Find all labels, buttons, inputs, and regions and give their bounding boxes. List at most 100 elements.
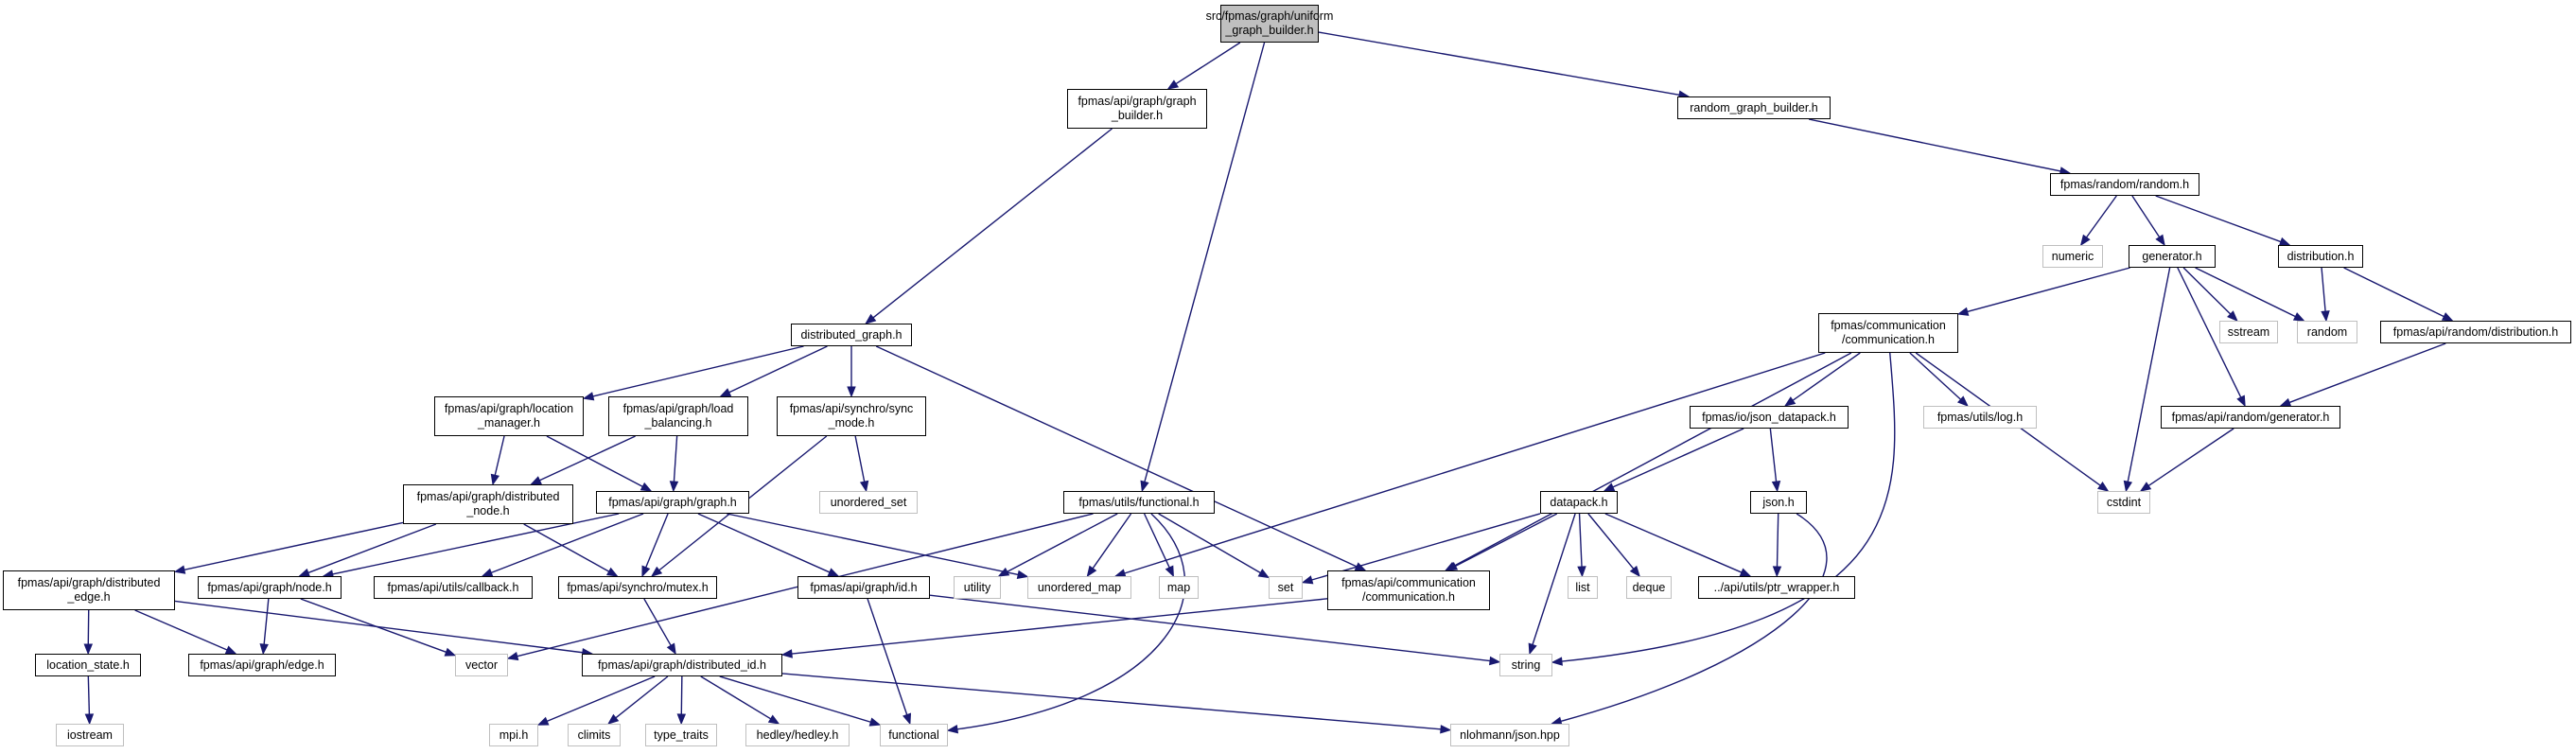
edge-distributed-graph-to-location-manager (592, 345, 804, 397)
edge-distributed-id-to-functional (719, 675, 871, 723)
node-datapack-h[interactable]: datapack.h (1540, 491, 1618, 514)
edge-comm-h-to-json-datapack (1792, 352, 1861, 401)
edge-functional-h-to-map (1143, 513, 1170, 569)
arrowhead-distributed-id-to-climits (607, 713, 620, 725)
node-location-manager[interactable]: fpmas/api/graph/location _manager.h (434, 396, 584, 436)
edge-root-to-functional-h (1144, 42, 1266, 482)
arrowhead-root-to-graph-builder (1166, 79, 1180, 90)
node-nlohmann-json: nlohmann/json.hpp (1450, 724, 1569, 746)
arrowhead-distributed-node-to-mutex-h (605, 567, 619, 577)
edge-json-datapack-to-json-h (1769, 428, 1778, 482)
arrowhead-functional-h-to-set (1257, 569, 1270, 579)
arrowhead-node-h-to-edge-h (259, 643, 269, 656)
arrowhead-random-h-to-generator-h (2155, 234, 2165, 247)
arrowhead-graph-h-to-id-h (827, 568, 840, 577)
node-distributed-id[interactable]: fpmas/api/graph/distributed_id.h (582, 654, 782, 676)
edge-datapack-h-to-list (1578, 513, 1583, 568)
arrowhead-datapack-h-to-ptr-wrapper (1739, 568, 1752, 577)
edge-random-h-to-generator-h (2131, 195, 2161, 238)
node-unordered-set: unordered_set (819, 491, 918, 514)
edge-distributed-edge-to-edge-h (134, 609, 228, 651)
edge-api-comm-to-distributed-id (791, 598, 1328, 655)
edge-datapack-h-to-deque (1587, 513, 1635, 570)
node-callback-h[interactable]: fpmas/api/utils/callback.h (374, 576, 533, 599)
arrowhead-json-datapack-to-json-h (1771, 481, 1781, 493)
edge-functional-h-to-functional (956, 513, 1186, 730)
node-list: list (1568, 576, 1598, 599)
arrowhead-functional-h-to-vector (506, 651, 519, 661)
edge-sync-mode-to-unordered-set (854, 435, 866, 482)
node-mutex-h[interactable]: fpmas/api/synchro/mutex.h (558, 576, 717, 599)
edge-distributed-id-to-nlohmann-json (781, 673, 1442, 730)
node-edge-h[interactable]: fpmas/api/graph/edge.h (188, 654, 336, 676)
node-utility: utility (954, 576, 1001, 599)
arrowhead-distributed-graph-to-location-manager (582, 392, 595, 401)
edge-comm-h-to-string (1561, 352, 1896, 662)
node-api-random-distribution[interactable]: fpmas/api/random/distribution.h (2380, 321, 2571, 343)
node-api-random-generator[interactable]: fpmas/api/random/generator.h (2161, 406, 2340, 429)
arrowhead-load-balancing-to-graph-h (669, 481, 679, 493)
edge-distributed-graph-to-api-comm (875, 345, 1358, 568)
arrowhead-distributed-graph-to-load-balancing (719, 388, 732, 397)
arrowhead-node-h-to-vector (444, 647, 457, 657)
node-ptr-wrapper[interactable]: ../api/utils/ptr_wrapper.h (1698, 576, 1855, 599)
edge-comm-h-to-log-h (1909, 352, 1962, 400)
node-location-state[interactable]: location_state.h (35, 654, 141, 676)
node-functional-h[interactable]: fpmas/utils/functional.h (1063, 491, 1215, 514)
node-distributed-edge[interactable]: fpmas/api/graph/distributed _edge.h (3, 570, 175, 610)
edge-root-to-random-graph-builder (1318, 31, 1680, 96)
edge-comm-h-to-api-comm (1453, 352, 1852, 567)
arrowhead-distributed-id-to-hedley (767, 714, 780, 725)
node-json-datapack[interactable]: fpmas/io/json_datapack.h (1690, 406, 1849, 429)
arrowhead-distribution-h-to-random (2321, 310, 2330, 323)
edge-distributed-id-to-climits (615, 675, 669, 719)
node-random-h[interactable]: fpmas/random/random.h (2050, 173, 2199, 196)
node-json-h[interactable]: json.h (1750, 491, 1807, 514)
node-random-graph-builder[interactable]: random_graph_builder.h (1677, 96, 1831, 119)
node-load-balancing[interactable]: fpmas/api/graph/load _balancing.h (608, 396, 748, 436)
arrowhead-sync-mode-to-unordered-set (859, 480, 869, 493)
node-generator-h[interactable]: generator.h (2129, 245, 2216, 268)
arrowhead-api-comm-to-distributed-id (780, 649, 793, 658)
arrowhead-distributed-id-to-functional (868, 717, 882, 727)
arrowhead-location-state-to-iostream (84, 713, 95, 726)
node-unordered-map: unordered_map (1027, 576, 1131, 599)
arrowhead-location-manager-to-graph-h (640, 482, 653, 492)
edge-functional-h-to-utility (1007, 513, 1118, 572)
node-api-comm[interactable]: fpmas/api/communication /communication.h (1327, 570, 1490, 610)
node-comm-h[interactable]: fpmas/communication /communication.h (1818, 313, 1958, 353)
edge-functional-h-to-unordered-map (1092, 513, 1132, 570)
edge-datapack-h-to-set (1311, 513, 1541, 581)
edge-comm-h-to-unordered-map (1124, 352, 1826, 574)
arrowhead-json-h-to-ptr-wrapper (1772, 566, 1782, 578)
node-map: map (1159, 576, 1199, 599)
edge-generator-h-to-sstream (2182, 267, 2232, 315)
arrowhead-load-balancing-to-distributed-node (530, 476, 542, 485)
arrowhead-generator-h-to-comm-h (1956, 307, 1970, 316)
node-id-h[interactable]: fpmas/api/graph/id.h (797, 576, 930, 599)
node-deque: deque (1626, 576, 1672, 599)
node-graph-h[interactable]: fpmas/api/graph/graph.h (596, 491, 749, 514)
edge-generator-h-to-random (2195, 267, 2296, 318)
node-vector: vector (455, 654, 508, 676)
edge-graph-h-to-callback-h (491, 513, 644, 574)
arrowhead-datapack-h-to-deque (1629, 565, 1640, 578)
arrowhead-functional-h-to-functional (946, 725, 959, 734)
arrowhead-datapack-h-to-api-comm (1446, 561, 1459, 571)
node-distributed-node[interactable]: fpmas/api/graph/distributed _node.h (403, 484, 573, 524)
arrowhead-random-h-to-numeric (2079, 234, 2091, 247)
arrowhead-graph-h-to-mutex-h (641, 565, 651, 578)
node-graph-builder[interactable]: fpmas/api/graph/graph _builder.h (1067, 89, 1207, 129)
node-iostream: iostream (56, 724, 124, 746)
arrowhead-graph-h-to-unordered-map (1016, 570, 1029, 579)
edge-graph-h-to-mutex-h (645, 513, 669, 569)
arrowhead-distributed-id-to-type-traits (676, 713, 687, 726)
arrowhead-comm-h-to-string (1551, 657, 1563, 666)
node-distributed-graph[interactable]: distributed_graph.h (791, 324, 912, 346)
node-node-h[interactable]: fpmas/api/graph/node.h (198, 576, 342, 599)
node-distribution-h[interactable]: distribution.h (2278, 245, 2363, 268)
node-mpi-h: mpi.h (489, 724, 538, 746)
arrowhead-datapack-h-to-set (1301, 575, 1314, 585)
node-sync-mode[interactable]: fpmas/api/synchro/sync _mode.h (777, 396, 926, 436)
arrowhead-functional-h-to-unordered-map (1086, 565, 1097, 578)
